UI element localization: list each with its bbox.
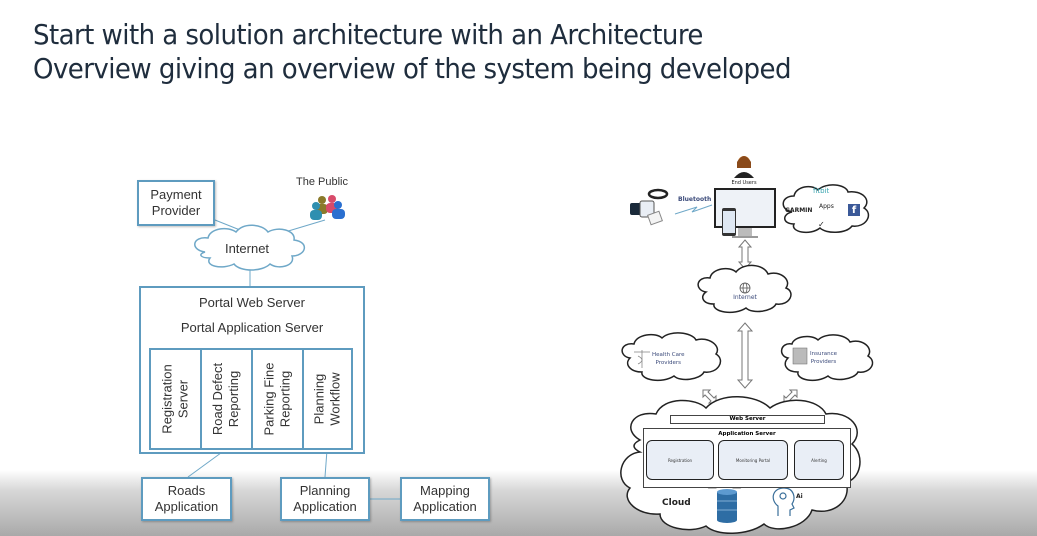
people-icon (310, 195, 345, 220)
module-registration: Registration (646, 440, 714, 480)
apps-label: Apps (819, 203, 834, 210)
garmin-label: GARMIN (785, 207, 813, 214)
cloud-label: Cloud (662, 498, 691, 508)
internet-label: Internet (224, 241, 270, 256)
bluetooth-link-line (674, 204, 713, 215)
globe-icon (739, 282, 751, 294)
double-arrow-user-internet (737, 239, 753, 270)
end-user-icon (734, 156, 754, 178)
database-icon (717, 489, 737, 523)
ai-label: Ai (796, 493, 803, 500)
insurance-photo-icon (792, 347, 808, 365)
double-arrow-internet-cloud (736, 322, 754, 389)
the-public-label: The Public (296, 176, 348, 188)
module-monitoring-portal: Monitoring Portal (718, 440, 788, 480)
internet-cloud-shape (194, 224, 305, 271)
portal-planning-line (324, 449, 328, 478)
internet-cloud-right-shape (697, 264, 792, 314)
health-care-cloud-shape (621, 332, 722, 382)
application-server-box: Application Server Registration Monitori… (643, 428, 851, 488)
insurance-cloud-shape (780, 334, 874, 382)
payment-provider-label-1: Payment (150, 187, 202, 202)
web-server-box: Web Server (670, 415, 825, 424)
title-line-1: Start with a solution architecture with … (33, 18, 703, 51)
public-internet-line (284, 219, 326, 233)
module-alerting: Alerting (794, 440, 844, 480)
fitbit-label: fitbit (813, 187, 830, 195)
apps-cloud-shape (782, 184, 870, 234)
facebook-icon: f (848, 204, 860, 216)
portal-roads-line (187, 449, 226, 478)
payment-provider-label-2: Provider (151, 203, 201, 218)
nike-icon: ✓ (818, 220, 825, 229)
slide-title: Start with a solution architecture with … (33, 18, 954, 86)
bluetooth-label: Bluetooth (678, 196, 712, 203)
medical-devices-icon (630, 188, 669, 226)
end-users-label: End Users (731, 180, 757, 186)
caduceus-icon (634, 350, 650, 368)
title-line-2: Overview giving an overview of the syste… (33, 52, 792, 85)
internet-right-label: Internet (733, 294, 757, 301)
ai-head-icon (772, 487, 795, 516)
monitor-icon (714, 188, 776, 238)
portal-web-server-label: Portal Web Server (199, 295, 305, 310)
portal-app-server-label: Portal Application Server (180, 320, 324, 335)
application-server-label: Application Server (718, 431, 776, 437)
portal-web-server: Portal Web Server (139, 286, 365, 320)
